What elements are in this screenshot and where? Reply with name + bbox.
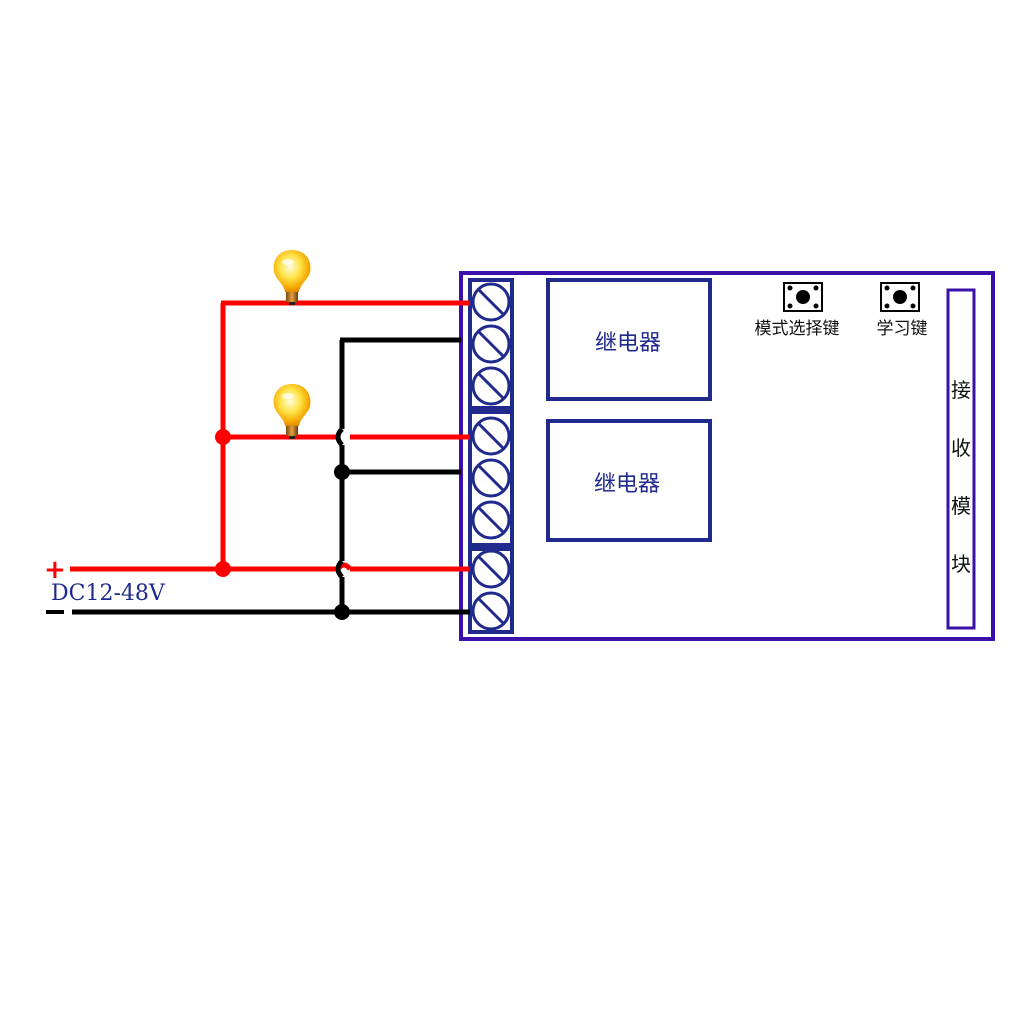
voltage-label: DC12-48V	[51, 581, 166, 606]
mode-select-button-label: 模式选择键	[755, 319, 840, 339]
screw-slot	[477, 330, 505, 358]
relay-1: 继电器	[546, 278, 712, 401]
screw-slot	[477, 464, 505, 492]
positive-junction-2	[215, 561, 231, 577]
relay-2: 继电器	[546, 419, 712, 542]
negative-junction-2	[334, 604, 350, 620]
receiver-char-1: 接	[951, 378, 971, 402]
negative-junction-1	[334, 464, 350, 480]
lamp-2-icon	[273, 384, 311, 439]
screw-slot	[477, 372, 505, 400]
mode-select-button[interactable]	[783, 282, 823, 312]
lamp-1-icon	[273, 250, 311, 305]
screw-slot	[477, 555, 505, 583]
plus-symbol: +	[44, 555, 66, 585]
screw-slot	[477, 597, 505, 625]
relay-2-label: 继电器	[594, 472, 660, 497]
positive-wires	[70, 300, 470, 572]
screw-slot	[477, 506, 505, 534]
positive-junction-1	[215, 429, 231, 445]
terminal-screws	[471, 282, 511, 631]
receiver-char-3: 模	[951, 494, 971, 518]
receiver-module	[946, 288, 976, 630]
screw-slot	[477, 422, 505, 450]
screw-slot	[477, 288, 505, 316]
minus-symbol	[46, 610, 64, 614]
learn-button[interactable]	[880, 282, 920, 312]
relay-1-label: 继电器	[595, 331, 661, 356]
learn-button-label: 学习键	[877, 319, 928, 339]
receiver-char-4: 块	[951, 552, 971, 576]
receiver-char-2: 收	[951, 436, 971, 460]
